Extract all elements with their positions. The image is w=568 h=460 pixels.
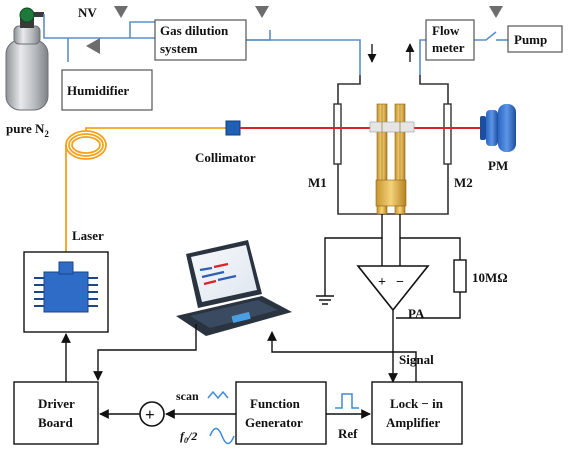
ground-symbol bbox=[316, 295, 334, 305]
pump-valve-icon bbox=[489, 6, 503, 18]
function-generator-box bbox=[235, 381, 327, 445]
humidifier-label: Humidifier bbox=[67, 83, 129, 98]
dilution-valve-icon bbox=[255, 6, 269, 18]
driver-board-box bbox=[13, 381, 99, 445]
driver-board-label-line1: Driver bbox=[38, 396, 75, 411]
nv-valve-icon bbox=[114, 6, 128, 18]
function-generator-label-line1: Function bbox=[250, 396, 301, 411]
scan-label: scan bbox=[176, 389, 199, 403]
gas-dilution-label-line1: Gas dilution bbox=[160, 23, 229, 38]
ref-pulse-icon bbox=[335, 393, 359, 409]
lock-in-label-line1: Lock − in bbox=[390, 396, 444, 411]
amplifier-wiring bbox=[324, 214, 461, 319]
pure-n2-label: pure N2 bbox=[6, 121, 49, 139]
ref-label: Ref bbox=[338, 426, 358, 441]
flow-meter-label-line1: Flow bbox=[432, 23, 460, 38]
m2-label: M2 bbox=[454, 175, 473, 190]
laser-module-icon bbox=[23, 251, 109, 333]
lock-in-amplifier-box bbox=[371, 381, 463, 445]
m1-label: M1 bbox=[308, 175, 327, 190]
flow-meter-label-line2: meter bbox=[432, 40, 465, 55]
resistor-label: 10MΩ bbox=[472, 270, 508, 285]
adder-symbol: + bbox=[145, 405, 155, 424]
amp-plus-label: + bbox=[378, 275, 386, 290]
function-generator-label-line2: Generator bbox=[245, 415, 303, 430]
flow-meter-box bbox=[425, 19, 475, 61]
pump-label: Pump bbox=[514, 32, 547, 47]
nv-label: NV bbox=[78, 5, 97, 20]
mirror-m1 bbox=[333, 103, 342, 165]
mirror-m2 bbox=[443, 103, 452, 165]
collimator-icon bbox=[225, 120, 241, 136]
pm-label: PM bbox=[488, 158, 508, 173]
optical-fiber bbox=[65, 127, 226, 252]
laptop-icon bbox=[176, 240, 292, 336]
amp-minus-label: − bbox=[396, 275, 404, 290]
humidifier-valve-icon bbox=[86, 38, 100, 54]
power-meter-icon bbox=[480, 104, 516, 152]
resistor-icon bbox=[453, 259, 467, 293]
tuning-fork-icon bbox=[369, 103, 415, 215]
nitrogen-cylinder-icon bbox=[5, 7, 49, 111]
driver-board-label-line2: Board bbox=[38, 415, 73, 430]
sine-wave-icon bbox=[209, 427, 235, 445]
gas-lines bbox=[43, 14, 508, 75]
pa-label: PA bbox=[408, 306, 425, 321]
collimator-label: Collimator bbox=[195, 150, 256, 165]
humidifier-box bbox=[61, 69, 153, 111]
control-wiring bbox=[61, 324, 417, 419]
pump-box bbox=[507, 25, 563, 53]
preamplifier-triangle bbox=[356, 265, 430, 312]
laser-label: Laser bbox=[72, 228, 104, 243]
gas-dilution-label-line2: system bbox=[160, 41, 198, 56]
gas-cell bbox=[337, 75, 449, 215]
scan-wave-icon bbox=[207, 390, 229, 400]
gas-dilution-box bbox=[154, 19, 247, 61]
f0-label: f0/2 bbox=[180, 429, 197, 445]
lock-in-label-line2: Amplifier bbox=[386, 415, 440, 430]
